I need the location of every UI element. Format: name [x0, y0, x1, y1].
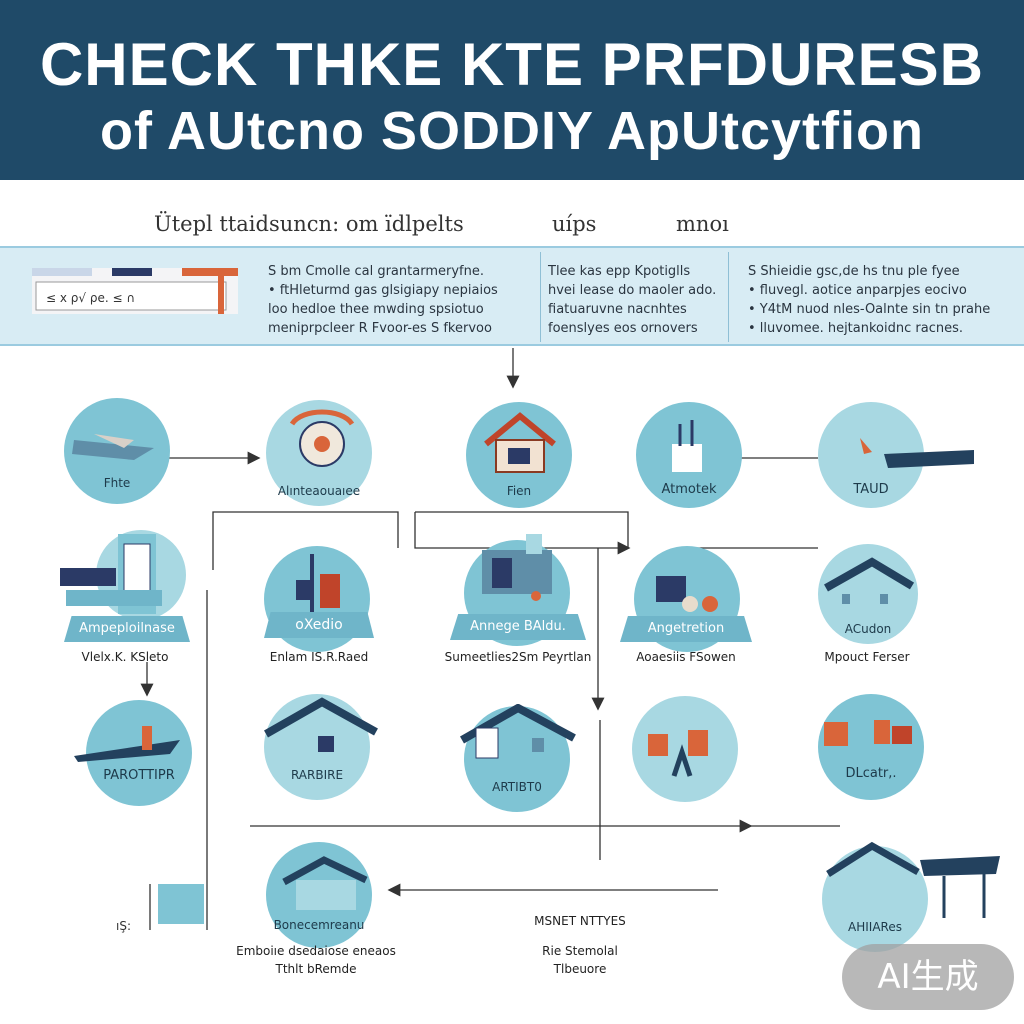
house-icon	[264, 697, 378, 764]
node-caption: Enlam IS.R.Raed	[269, 650, 369, 664]
node-caption: Rie Stemolal Tlbeuore	[542, 944, 618, 976]
vehicle-icon	[656, 576, 718, 612]
ai-generated-watermark: AI生成	[842, 944, 1014, 1010]
node-label: Fien	[506, 484, 532, 498]
node-label: RARBIRE	[290, 768, 344, 782]
node-label: Bonecemreanu	[273, 918, 365, 932]
node-caption: Vlelx.K. KSleto	[81, 650, 169, 664]
node-caption: MSNET NTTYES	[534, 914, 626, 928]
vessel-icon	[74, 726, 180, 762]
subhead-3: mnoı	[676, 212, 729, 236]
signpost-icon	[296, 554, 340, 614]
page-title-line-1: CHECK THKE KTE PRFDURESB	[39, 31, 985, 98]
node-banner: oXedio	[264, 612, 374, 638]
node-banner: Angetretion	[620, 616, 752, 642]
house-icon	[484, 412, 556, 473]
svg-text:≤ x ρ√ ρe. ≤ ∩: ≤ x ρ√ ρe. ≤ ∩	[46, 291, 135, 305]
node-banner: Ampeploilnase	[64, 616, 190, 642]
node-label: DLcatr,.	[845, 766, 897, 781]
bridge-icon	[860, 438, 974, 468]
cart-icon	[824, 720, 912, 746]
band-text-col-2: Tlee kas epp Kpotiglls hvei lease do mao…	[548, 264, 717, 336]
node-label: ACudon	[844, 622, 892, 636]
subhead-2: uíps	[552, 212, 597, 236]
house-icon	[826, 841, 1000, 918]
house-icon	[460, 704, 576, 759]
node-caption: Emboiıe dsedaiose eneaos Tthlt bRemde	[236, 944, 396, 976]
page-title-line-2: of AUtcno SODDIY ApUtcytfion	[100, 101, 924, 161]
node-label: PAROTTIPR	[103, 768, 175, 783]
plane-icon	[72, 434, 154, 460]
thumbnail-image: ≤ x ρ√ ρe. ≤ ∩	[32, 268, 238, 314]
node-label: Alınteaouaıee	[277, 484, 361, 498]
tools-icon	[672, 420, 702, 472]
node-caption: Sumeetlies2Sm Peyrtlan	[444, 650, 592, 664]
band-separator	[728, 252, 729, 342]
node-label: Atmotek	[661, 482, 717, 497]
node-label: AHIIARes	[848, 920, 902, 934]
svg-text:ıŞ:: ıŞ:	[116, 919, 131, 933]
node-caption: Aoaesiis FSowen	[636, 650, 736, 664]
machine-icon	[482, 534, 552, 601]
node-banner: Annege BAldu.	[450, 614, 586, 640]
house-icon	[282, 856, 368, 910]
subhead-1: Ütepl ttaidsuncn: om ïdlpelts	[154, 212, 464, 236]
robot-icon	[289, 409, 355, 467]
node-caption: Mpouct Ferser	[824, 650, 910, 664]
band-separator	[540, 252, 541, 342]
band-text-col-3: S Shieidie gsc,de hs tnu ple fyee • fluv…	[748, 264, 991, 336]
node-label: Fhte	[103, 476, 131, 490]
building-icon	[60, 534, 162, 614]
workers-icon	[648, 730, 708, 777]
house-icon	[824, 557, 915, 604]
node-label: ARTIBT0	[492, 780, 542, 794]
node-label: TAUD	[853, 482, 889, 497]
node-r3-5	[818, 694, 924, 800]
device-icon: ıŞ:	[116, 884, 204, 933]
band-text-col-1: S bm Cmolle cal grantarmeryfne. • ftHlet…	[268, 264, 498, 336]
header-banner	[0, 0, 1024, 180]
info-band	[0, 246, 1024, 346]
